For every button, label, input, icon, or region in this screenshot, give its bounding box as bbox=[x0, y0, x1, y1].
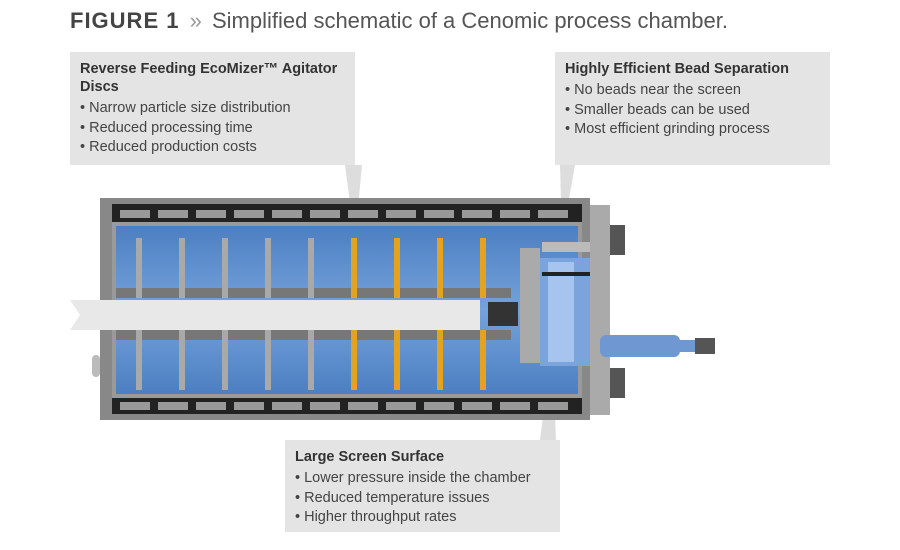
agitator-disc bbox=[179, 330, 185, 390]
end-flange bbox=[590, 205, 610, 415]
callout-title: Large Screen Surface bbox=[295, 449, 445, 465]
separator-wall bbox=[520, 248, 540, 363]
callout-agitator-discs: Reverse Feeding EcoMizer™ Agitator Discs… bbox=[70, 52, 355, 165]
jacket-rib bbox=[386, 402, 416, 410]
bullet: Higher throughput rates bbox=[295, 508, 550, 528]
agitator-disc bbox=[394, 238, 400, 298]
jacket-rib bbox=[272, 210, 302, 218]
jacket-rib bbox=[462, 210, 492, 218]
inlet-valve bbox=[92, 355, 100, 377]
separator: » bbox=[189, 8, 202, 33]
jacket-rib bbox=[424, 210, 454, 218]
jacket-rib bbox=[272, 402, 302, 410]
bullet: Reduced processing time bbox=[80, 119, 345, 139]
agitator-disc bbox=[265, 238, 271, 298]
jacket-rib bbox=[462, 402, 492, 410]
shaft-coupling bbox=[488, 302, 518, 326]
agitator-disc bbox=[222, 330, 228, 390]
jacket-rib bbox=[234, 210, 264, 218]
jacket-rib bbox=[538, 210, 568, 218]
jacket-ribs bbox=[120, 210, 568, 410]
agitator-disc bbox=[222, 238, 228, 298]
agitator-disc bbox=[179, 238, 185, 298]
jacket-rib bbox=[538, 402, 568, 410]
agitator-disc bbox=[437, 238, 443, 298]
figure-label: FIGURE 1 bbox=[70, 8, 180, 33]
jacket-rib bbox=[348, 210, 378, 218]
bullet: Most efficient grinding process bbox=[565, 120, 820, 140]
jacket-rib bbox=[500, 210, 530, 218]
agitator-disc bbox=[394, 330, 400, 390]
callout-bead-separation: Highly Efficient Bead Separation No bead… bbox=[555, 52, 830, 165]
jacket-rib bbox=[500, 402, 530, 410]
bullet: No beads near the screen bbox=[565, 81, 820, 101]
jacket-rib bbox=[424, 402, 454, 410]
bullet: Reduced production costs bbox=[80, 138, 345, 158]
agitator-disc bbox=[437, 330, 443, 390]
figure-title: FIGURE 1 » Simplified schematic of a Cen… bbox=[70, 8, 728, 34]
jacket-rib bbox=[196, 210, 226, 218]
callout-title: Highly Efficient Bead Separation bbox=[565, 61, 789, 77]
outlet-pipe bbox=[600, 335, 680, 357]
jacket-rib bbox=[158, 402, 188, 410]
jacket-rib bbox=[234, 402, 264, 410]
agitator-disc bbox=[480, 330, 486, 390]
jacket-rib bbox=[386, 210, 416, 218]
jacket-rib bbox=[120, 210, 150, 218]
agitator-disc bbox=[308, 330, 314, 390]
shaft bbox=[70, 300, 480, 330]
bullet: Lower pressure inside the chamber bbox=[295, 469, 550, 489]
agitator-disc bbox=[136, 330, 142, 390]
callout-title: Reverse Feeding EcoMizer™ Agitator Discs bbox=[80, 61, 338, 95]
bullet: Narrow particle size distribution bbox=[80, 99, 345, 119]
callout-screen-surface: Large Screen Surface Lower pressure insi… bbox=[285, 440, 560, 532]
agitator-disc bbox=[265, 330, 271, 390]
jacket-rib bbox=[348, 402, 378, 410]
bullet: Smaller beads can be used bbox=[565, 101, 820, 121]
jacket-rib bbox=[196, 402, 226, 410]
jacket-rib bbox=[120, 402, 150, 410]
agitator-disc bbox=[308, 238, 314, 298]
agitator-disc bbox=[351, 238, 357, 298]
agitator-disc bbox=[351, 330, 357, 390]
bullet: Reduced temperature issues bbox=[295, 489, 550, 509]
agitator-disc bbox=[136, 238, 142, 298]
caption: Simplified schematic of a Cenomic proces… bbox=[211, 8, 728, 33]
jacket-rib bbox=[158, 210, 188, 218]
jacket-rib bbox=[310, 210, 340, 218]
agitator-discs bbox=[136, 238, 486, 390]
jacket-rib bbox=[310, 402, 340, 410]
agitator-disc bbox=[480, 238, 486, 298]
